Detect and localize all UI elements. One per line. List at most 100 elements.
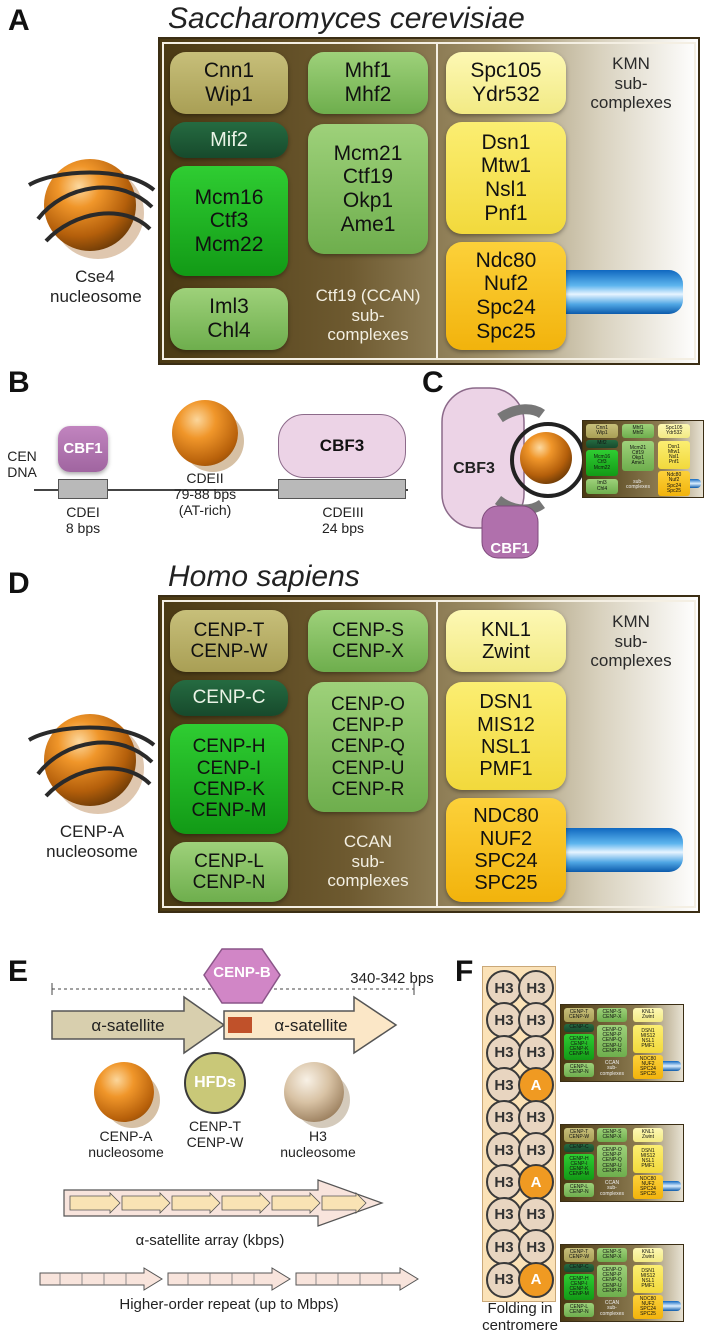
h3-circle: H3	[486, 970, 522, 1006]
fold-mini-box: CENP-C	[564, 1264, 594, 1272]
panel-label-a: A	[8, 4, 30, 37]
h3-nucleosome-label-e: H3 nucleosome	[280, 1128, 356, 1161]
cen-dna-line	[34, 489, 408, 491]
panel-label-f: F	[455, 955, 474, 988]
panel-label-c: C	[422, 366, 444, 399]
human-kmn-frame	[438, 600, 696, 908]
hfds-complex: HFDs	[184, 1052, 246, 1114]
human-kmn-caption: KMN sub- complexes	[590, 612, 672, 671]
cenp-b-label: CENP-B	[213, 964, 271, 981]
fold-mini-rod	[659, 1061, 681, 1071]
cdei-label: CDEI 8 bps	[65, 504, 101, 537]
human-ccan-caption: CCAN sub- complexes	[327, 832, 409, 891]
h3-circle: H3	[486, 1132, 522, 1168]
higher-order-repeat	[39, 1267, 419, 1291]
fold-caption: Folding in centromere	[482, 1300, 558, 1335]
ndc80-rod-yeast	[555, 270, 683, 314]
fold-mini-box: CENP-C	[564, 1024, 594, 1032]
h3-circle: H3	[518, 970, 554, 1006]
cenp-a-nucleosome-small	[94, 1062, 154, 1122]
h3-circle: H3	[486, 1196, 522, 1233]
cenp-a-circle: A	[518, 1261, 554, 1298]
h3-circle: H3	[486, 1261, 522, 1298]
cenp-a-nucleosome-label: CENP-A nucleosome	[46, 822, 138, 861]
length-label: 340-342 bps	[350, 970, 434, 987]
h3-circle: H3	[486, 1099, 522, 1136]
alpha-satellite-array-label: α-satellite array (kbps)	[135, 1232, 285, 1249]
alpha-satellite-right-label: α-satellite	[274, 1016, 348, 1035]
yeast-species-title: Saccharomyces cerevisiae	[168, 2, 525, 35]
higher-order-repeat-label: Higher-order repeat (up to Mbps)	[119, 1296, 339, 1313]
mif2-complex: Mif2	[170, 122, 288, 158]
alpha-satellite-monomer	[51, 948, 415, 1055]
h3-circle: H3	[518, 1229, 554, 1266]
panel-label-b: B	[8, 366, 30, 399]
cenp-a-nucleosome	[27, 714, 156, 814]
cen-dna-label: CEN DNA	[7, 448, 37, 481]
c-cbf3-label: CBF3	[453, 460, 495, 477]
alpha-satellite-array	[63, 1179, 384, 1227]
human-ccan-frame	[162, 600, 438, 908]
cbf3-protein: CBF3	[278, 414, 406, 478]
h3-circle: H3	[518, 1002, 554, 1039]
ndc80-rod-human	[555, 828, 683, 872]
cbf3-cbf1-nucleosome-assembly	[441, 387, 586, 559]
h3-circle: H3	[486, 1034, 522, 1071]
cse4-nucleosome-label: Cse4 nucleosome	[50, 267, 142, 306]
h3-circle: H3	[518, 1099, 554, 1136]
cse4-nucleosome	[27, 159, 156, 259]
cenp-a-circle: A	[518, 1067, 554, 1104]
yeast-ccan-caption: Ctf19 (CCAN) sub- complexes	[315, 286, 421, 345]
c-cbf1-label: CBF1	[490, 540, 530, 557]
h3-circle: H3	[486, 1229, 522, 1266]
fold-mini-rod	[659, 1181, 681, 1191]
cenp-a-nucleosome-label-e: CENP-A nucleosome	[88, 1128, 164, 1161]
human-species-title: Homo sapiens	[168, 560, 360, 593]
cdeii-label: CDEII 79-88 bps (AT-rich)	[173, 470, 237, 519]
yeast-kmn-caption: KMN sub- complexes	[590, 54, 672, 113]
h3-nucleosome-small	[284, 1062, 344, 1122]
yeast-ccan-frame	[162, 42, 438, 360]
h3-circle: H3	[518, 1034, 554, 1071]
cenp-t-w-label-e: CENP-T CENP-W	[186, 1118, 244, 1151]
cdeiii-element	[278, 479, 406, 499]
panel-label-d: D	[8, 567, 30, 600]
fold-mini-rod	[659, 1301, 681, 1311]
